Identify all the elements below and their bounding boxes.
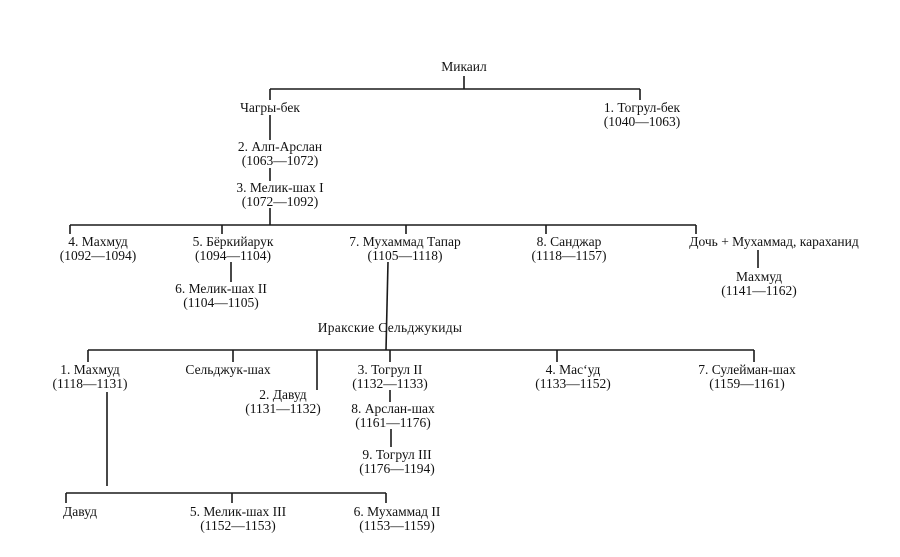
node-malik-shah-1: 3. Мелик-шах I (1072—1092) [236,181,323,209]
node-years: (1133—1152) [535,376,611,391]
node-name: 6. Мухаммад II [353,504,441,519]
node-years: (1104—1105) [183,295,259,310]
node-name: 5. Бёркийарук [192,234,274,249]
node-years: (1118—1157) [531,248,607,263]
node-name: Дочь + Мухаммад, караханид [689,234,859,249]
node-name: 8. Санджар [536,234,602,249]
node-seljuk-shah: Сельджук-шах [185,363,270,377]
node-years: (1141—1162) [721,283,797,298]
node-years: (1072—1092) [241,194,319,209]
node-togrul-bek: 1. Тогрул-бек (1040—1063) [604,101,681,129]
node-masud: 4. Мас‘уд (1133—1152) [535,363,611,391]
node-years: (1161—1176) [355,415,431,430]
node-years: (1040—1063) [603,114,681,129]
node-name: 4. Мас‘уд [545,362,601,377]
node-name: 1. Тогрул-бек [603,100,681,115]
node-name: Чагры-бек [240,100,300,115]
node-years: (1132—1133) [352,376,428,391]
node-name: 2. Алп-Арслан [237,139,323,154]
node-years: (1105—1118) [367,248,443,263]
node-name: 5. Мелик-шах III [189,504,287,519]
node-name: 8. Арслан-шах [351,401,435,416]
node-chagry-bek: Чагры-бек [240,101,300,115]
node-name: Сельджук-шах [185,362,271,377]
node-name: Махмуд [735,269,783,284]
node-name: Давуд [63,504,97,519]
node-name: 3. Тогрул II [357,362,423,377]
node-alp-arslan: 2. Алп-Арслан (1063—1072) [238,140,322,168]
node-davud-1131: 2. Давуд (1131—1132) [245,388,321,416]
node-years: (1118—1131) [52,376,128,391]
node-daughter-muhammad: Дочь + Мухаммад, караханид [689,235,858,249]
node-malik-shah-3: 5. Мелик-шах III (1152—1153) [190,505,286,533]
node-name: 9. Тогрул III [362,447,432,462]
connector [385,261,389,351]
node-name: 7. Сулейман-шах [698,362,796,377]
node-years: (1063—1072) [241,153,319,168]
node-mikail: Микаил [441,60,487,74]
node-mahmud-1118: 1. Махмуд (1118—1131) [53,363,128,391]
node-malik-shah-2: 6. Мелик-шах II (1104—1105) [175,282,267,310]
node-togrul-2: 3. Тогрул II (1132—1133) [352,363,428,391]
node-years: (1153—1159) [359,518,435,533]
node-suleiman-shah: 7. Сулейман-шах (1159—1161) [698,363,796,391]
node-years: (1092—1094) [59,248,137,263]
node-davud-son: Давуд [63,505,97,519]
node-name: 1. Махмуд [60,362,120,377]
node-name: 3. Мелик-шах I [236,180,324,195]
node-muhammad-2: 6. Мухаммад II (1153—1159) [354,505,441,533]
node-years: (1176—1194) [359,461,435,476]
node-name: 2. Давуд [259,387,307,402]
node-years: (1094—1104) [195,248,271,263]
node-years: (1159—1161) [709,376,785,391]
node-mahmud-karakhanid: Махмуд (1141—1162) [721,270,797,298]
node-years: (1131—1132) [245,401,321,416]
node-sanjar: 8. Санджар (1118—1157) [532,235,607,263]
node-name: 6. Мелик-шах II [175,281,267,296]
node-name: Микаил [441,59,487,74]
branch-iraqi-seljuks: Иракские Сельджукиды [318,321,463,335]
node-muhammad-tapar: 7. Мухаммад Тапар (1105—1118) [349,235,460,263]
node-togrul-3: 9. Тогрул III (1176—1194) [359,448,435,476]
node-name: 4. Махмуд [68,234,128,249]
node-years: (1152—1153) [200,518,276,533]
node-arslan-shah: 8. Арслан-шах (1161—1176) [351,402,435,430]
node-name: 7. Мухаммад Тапар [349,234,461,249]
node-mahmud-1092: 4. Махмуд (1092—1094) [60,235,137,263]
node-berkyaruk: 5. Бёркийарук (1094—1104) [193,235,274,263]
branch-title: Иракские Сельджукиды [317,320,463,335]
